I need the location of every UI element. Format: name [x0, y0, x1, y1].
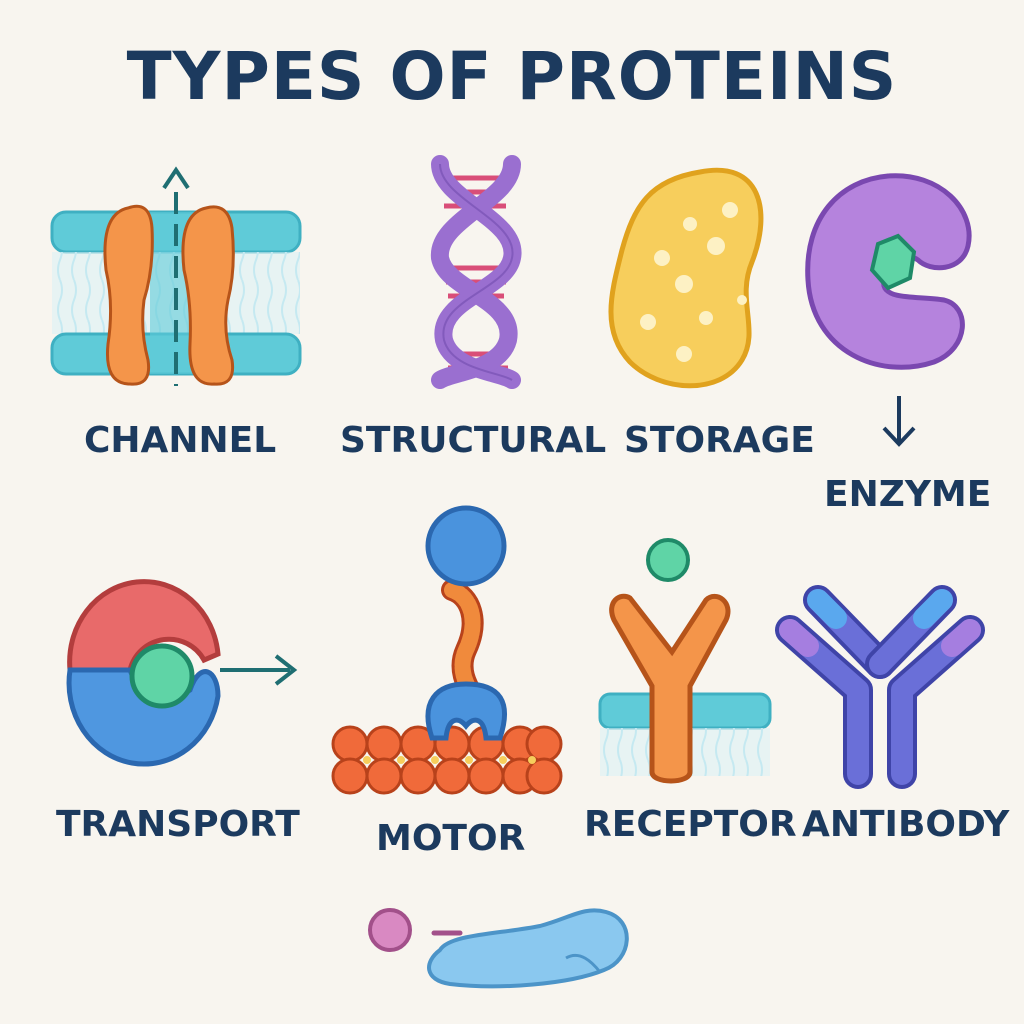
label-motor: MOTOR	[376, 818, 526, 859]
loose-protein-icon	[368, 908, 629, 989]
label-channel: CHANNEL	[84, 420, 277, 461]
storage-protein-icon	[608, 167, 764, 389]
page-title: TYPES OF PROTEINS	[126, 38, 898, 115]
label-storage: STORAGE	[624, 420, 815, 461]
receptor-protein-icon	[598, 538, 772, 784]
label-antibody: ANTIBODY	[802, 804, 1010, 845]
label-enzyme: ENZYME	[824, 474, 992, 515]
label-transport: TRANSPORT	[56, 804, 300, 845]
structural-protein-icon	[431, 155, 522, 389]
label-receptor: RECEPTOR	[584, 804, 797, 845]
motor-protein-icon	[331, 505, 563, 795]
antibody-icon	[775, 585, 985, 789]
enzyme-icon	[805, 173, 972, 447]
label-structural: STRUCTURAL	[340, 420, 607, 461]
transport-protein-icon	[66, 579, 298, 767]
channel-protein-icon	[50, 166, 302, 386]
